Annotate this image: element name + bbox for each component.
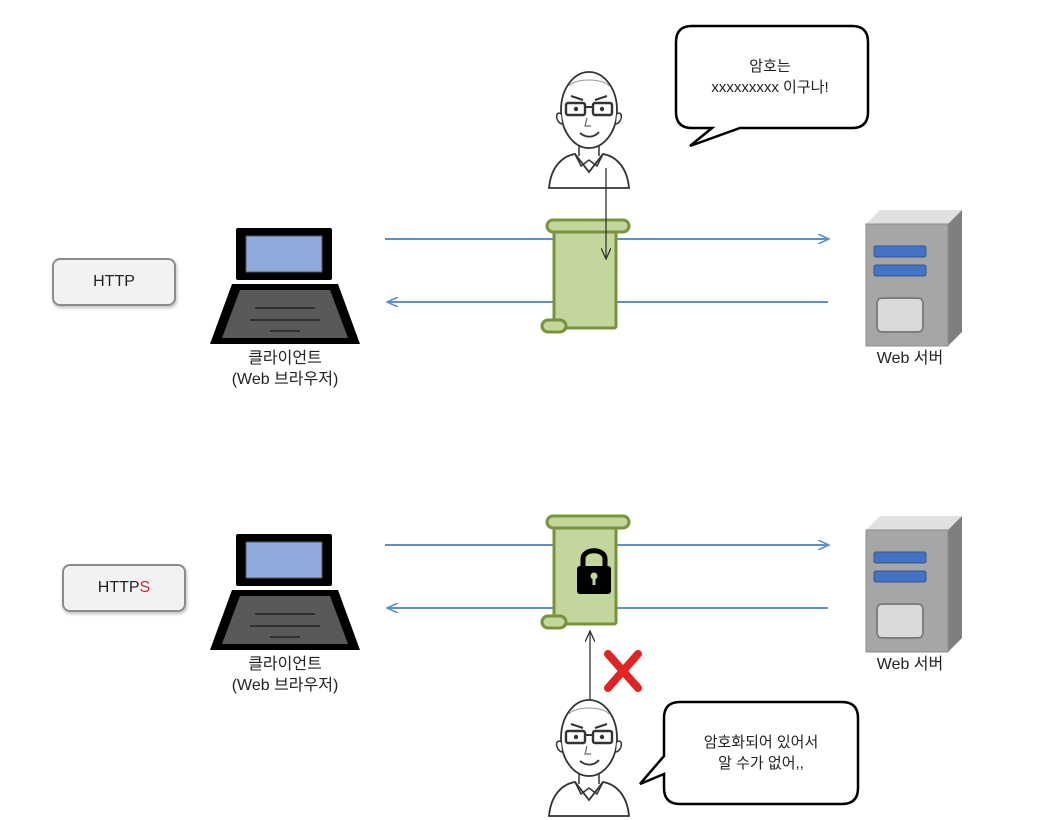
http-eavesdropper-icon bbox=[547, 70, 631, 190]
http-client-sub: (Web 브라우저) bbox=[231, 371, 339, 388]
https-speech-line1: 암호화되어 있어서 bbox=[703, 734, 819, 751]
http-client-name: 클라이언트 bbox=[248, 350, 322, 367]
http-client-caption: 클라이언트 (Web 브라우저) bbox=[200, 348, 370, 390]
https-client-sub: (Web 브라우저) bbox=[231, 677, 339, 694]
https-protocol-text: HTTPS bbox=[98, 579, 150, 597]
http-speech-bubble bbox=[674, 24, 870, 148]
https-eavesdropper-icon bbox=[547, 698, 631, 818]
http-speech-text: 암호는 xxxxxxxxx 이구나! bbox=[680, 56, 860, 98]
https-speech-line2: 알 수가 없어,, bbox=[718, 755, 804, 772]
https-client-name: 클라이언트 bbox=[248, 656, 322, 673]
http-server-icon bbox=[865, 209, 963, 347]
http-protocol-label: HTTP bbox=[52, 258, 176, 306]
https-server-icon bbox=[865, 515, 963, 653]
https-client-laptop-icon bbox=[209, 533, 361, 651]
http-speech-line2: xxxxxxxxx 이구나! bbox=[711, 79, 829, 96]
http-speech-line1: 암호는 bbox=[749, 58, 791, 75]
cross-icon bbox=[604, 650, 642, 692]
https-client-caption: 클라이언트 (Web 브라우저) bbox=[200, 654, 370, 696]
https-protocol-suffix: S bbox=[139, 579, 151, 596]
https-protocol-base: HTTP bbox=[97, 579, 140, 596]
http-client-laptop-icon bbox=[209, 227, 361, 345]
http-server-caption: Web 서버 bbox=[876, 350, 944, 367]
http-protocol-text: HTTP bbox=[93, 273, 135, 290]
http-plain-scroll-icon bbox=[540, 218, 631, 334]
https-protocol-label: HTTPS bbox=[62, 564, 186, 612]
https-speech-text: 암호화되어 있어서 알 수가 없어,, bbox=[666, 732, 856, 774]
https-speech-bubble bbox=[639, 700, 860, 806]
https-server-caption: Web 서버 bbox=[876, 656, 944, 673]
